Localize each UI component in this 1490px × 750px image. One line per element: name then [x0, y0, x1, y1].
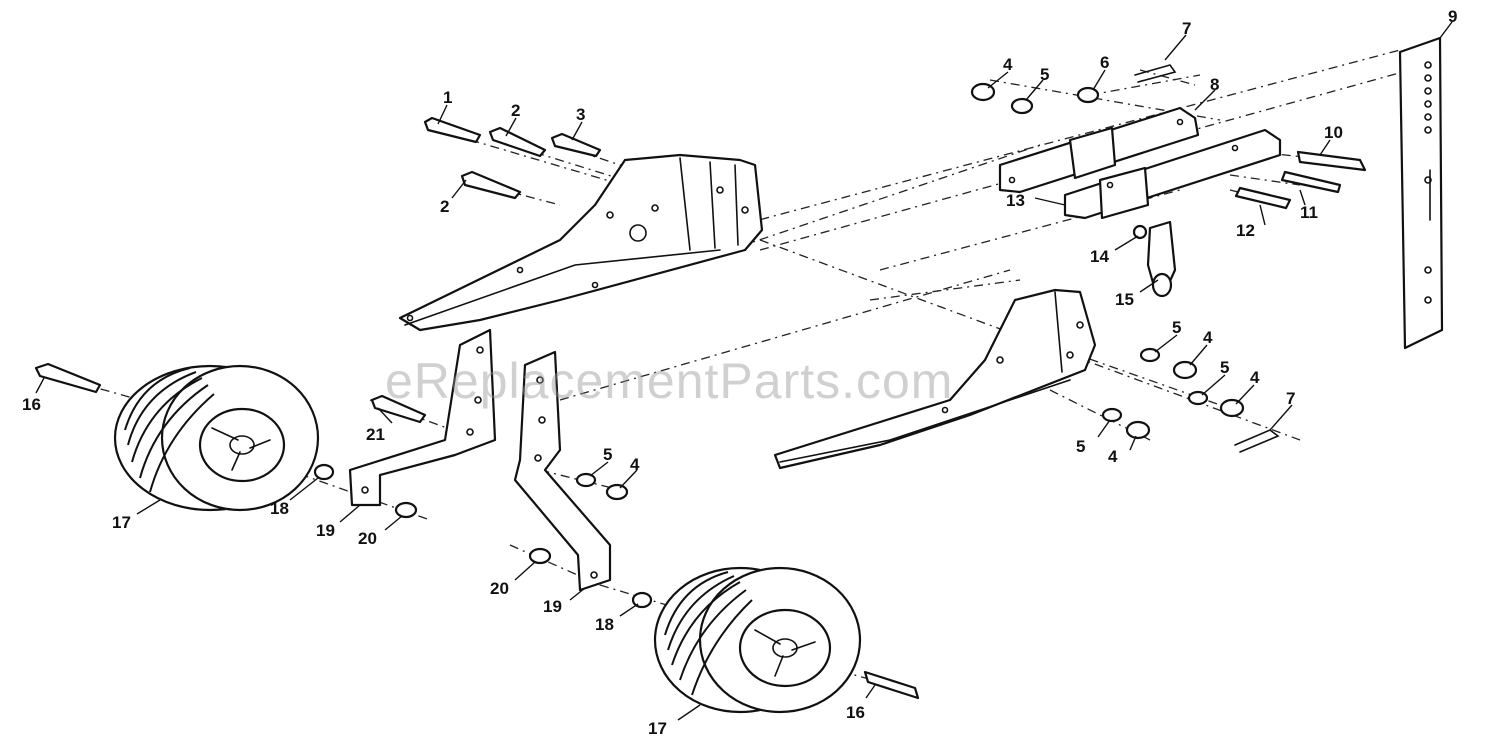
right-bolts	[1234, 150, 1367, 210]
callout-13: 13	[1006, 191, 1025, 210]
callout-7: 7	[1182, 19, 1191, 38]
callout-11: 11	[1300, 203, 1318, 222]
callout-16: 16	[22, 395, 41, 414]
wheel-bracket-right	[513, 350, 612, 592]
callout-5: 5	[1172, 318, 1181, 337]
top-nuts-washers	[970, 64, 1177, 115]
callout-14: 14	[1090, 247, 1109, 266]
callout-19: 19	[316, 521, 335, 540]
callout-4: 4	[1250, 368, 1260, 387]
callout-8: 8	[1210, 75, 1219, 94]
callout-21: 21	[366, 425, 385, 444]
callout-5: 5	[1040, 65, 1049, 84]
axle-bolts	[34, 362, 920, 700]
callout-9: 9	[1448, 7, 1457, 26]
callout-2: 2	[440, 197, 449, 216]
callout-2: 2	[511, 101, 520, 120]
callout-labels: 1 2 2 3 4 4 4 4 4 5 5 5 5 5 6 7 7 8 9 10…	[22, 7, 1457, 738]
callout-17: 17	[112, 513, 131, 532]
callout-1: 1	[443, 88, 452, 107]
wheel-right	[653, 566, 862, 714]
callout-4: 4	[1003, 55, 1013, 74]
callout-leaders	[35, 21, 1453, 721]
top-bolts	[423, 116, 602, 200]
callout-12: 12	[1236, 221, 1255, 240]
callout-5: 5	[1076, 437, 1085, 456]
callout-5: 5	[1220, 358, 1229, 377]
callout-17: 17	[648, 719, 667, 738]
left-frame-bracket	[398, 153, 764, 332]
callout-19: 19	[543, 597, 562, 616]
callout-3: 3	[576, 105, 585, 124]
right-nuts-washers	[1101, 347, 1280, 453]
callout-4: 4	[1108, 447, 1118, 466]
callout-6: 6	[1100, 53, 1109, 72]
watermark-text: eReplacementParts.com	[385, 353, 953, 409]
height-adjust-bar	[1398, 36, 1444, 350]
callout-20: 20	[358, 529, 377, 548]
callout-5: 5	[603, 445, 612, 464]
callout-18: 18	[270, 499, 289, 518]
callout-18: 18	[595, 615, 614, 634]
hitch-pin-clip	[1132, 220, 1177, 298]
callout-4: 4	[1203, 328, 1213, 347]
hitch-channel-assembly	[998, 106, 1282, 220]
callout-4: 4	[630, 455, 640, 474]
wheel-left	[113, 364, 320, 512]
callout-7: 7	[1286, 389, 1295, 408]
callout-20: 20	[490, 579, 509, 598]
wheel-washers-nuts	[313, 463, 653, 609]
callout-10: 10	[1324, 123, 1343, 142]
right-frame-bracket	[773, 288, 1097, 470]
wheel-bracket-left	[348, 328, 497, 507]
callout-15: 15	[1115, 290, 1134, 309]
callout-16: 16	[846, 703, 865, 722]
